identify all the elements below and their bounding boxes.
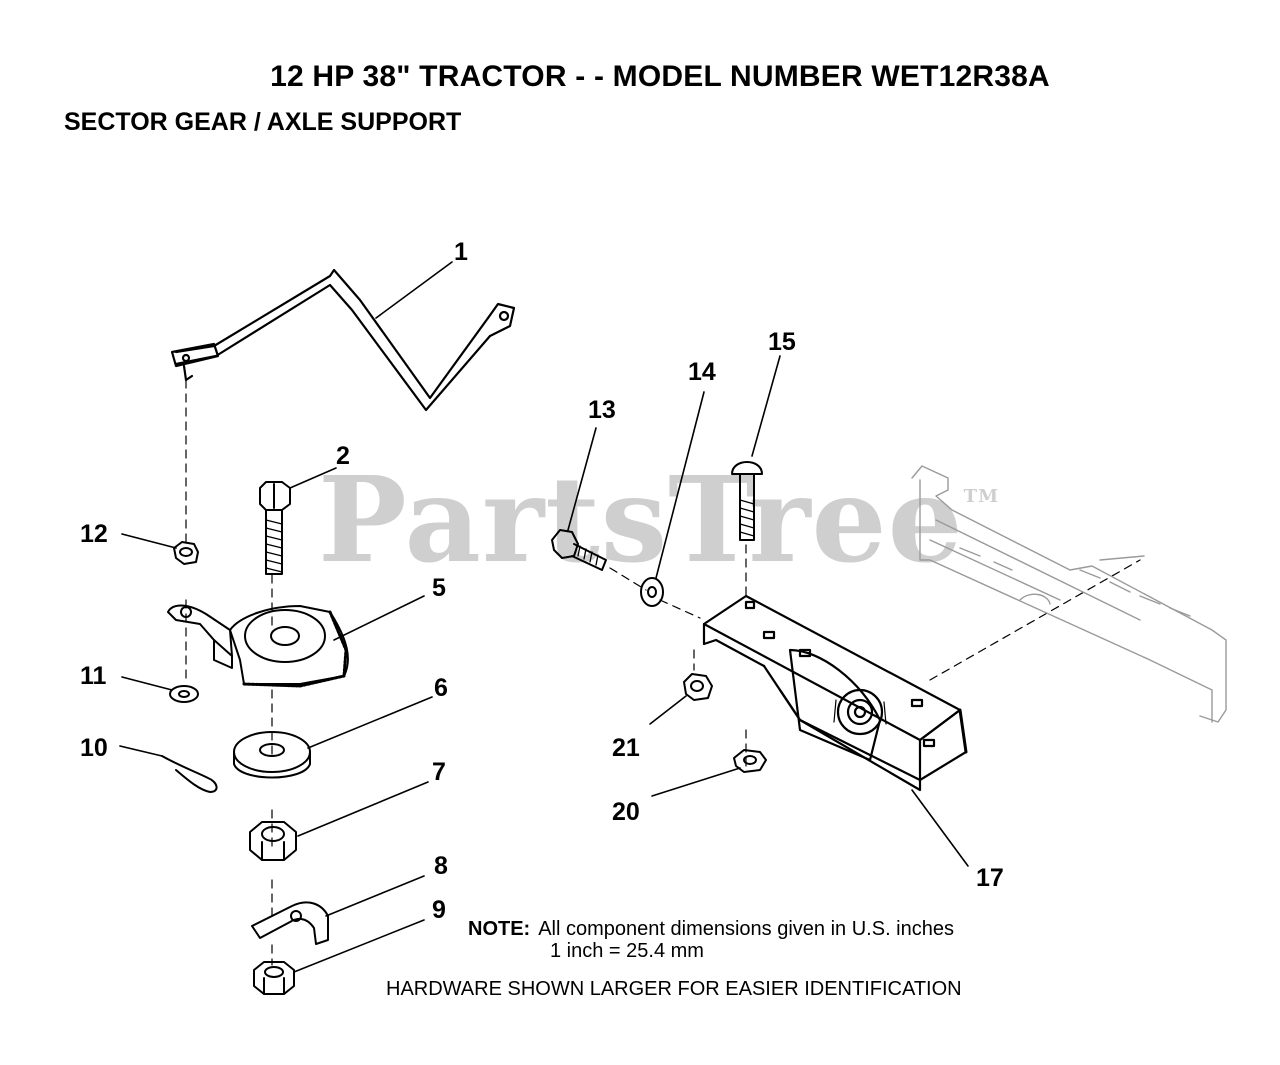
frame-rail-outline — [911, 465, 1227, 723]
note-line-2: 1 inch = 25.4 mm — [550, 940, 704, 962]
callout-8: 8 — [434, 852, 448, 880]
nut-part-20 — [733, 749, 767, 773]
callout-14: 14 — [688, 358, 716, 386]
callout-20: 20 — [612, 798, 640, 826]
drag-link-part-1 — [170, 268, 516, 412]
callout-2: 2 — [336, 442, 350, 470]
callout-9: 9 — [432, 896, 446, 924]
washer-part-14 — [640, 577, 664, 607]
spacer-part-6 — [233, 731, 311, 779]
callout-6: 6 — [434, 674, 448, 702]
note-label: NOTE: — [468, 918, 531, 940]
callout-11: 11 — [80, 662, 107, 690]
watermark: PartsTreeTM — [318, 450, 999, 589]
callout-21: 21 — [612, 734, 640, 762]
callout-15: 15 — [768, 328, 796, 356]
assembly-center-lines — [185, 379, 1141, 966]
note-line-1: All component dimensions given in U.S. i… — [538, 918, 954, 940]
sector-gear-part-5 — [167, 604, 349, 688]
axle-support-part-17 — [702, 594, 968, 792]
leader-lines — [119, 261, 969, 973]
section-title: SECTOR GEAR / AXLE SUPPORT — [64, 108, 462, 136]
clip-part-8 — [251, 901, 329, 945]
hardware-note: HARDWARE SHOWN LARGER FOR EASIER IDENTIF… — [386, 978, 962, 1000]
watermark-text: PartsTree — [318, 450, 964, 589]
callout-7: 7 — [432, 758, 446, 786]
lock-nut-part-7 — [249, 821, 297, 861]
carriage-bolt-part-15 — [731, 461, 763, 541]
callout-12: 12 — [80, 520, 108, 548]
nut-part-21 — [683, 673, 713, 701]
hex-bolt-part-2 — [259, 481, 291, 575]
callout-17: 17 — [976, 864, 1004, 892]
bolt-part-13 — [551, 529, 607, 571]
cotter-pin-part-10 — [161, 755, 218, 793]
nut-part-12 — [173, 541, 199, 565]
watermark-mark: TM — [963, 486, 999, 507]
dimension-note: NOTE: All component dimensions given in U… — [468, 918, 954, 962]
page-title: 12 HP 38" TRACTOR - - MODEL NUMBER WET12… — [270, 60, 1050, 93]
callout-10: 10 — [80, 734, 108, 762]
nut-part-9 — [253, 961, 295, 995]
callout-5: 5 — [432, 574, 446, 602]
washer-part-11 — [169, 685, 199, 703]
callout-13: 13 — [588, 396, 616, 424]
callout-1: 1 — [454, 238, 468, 266]
